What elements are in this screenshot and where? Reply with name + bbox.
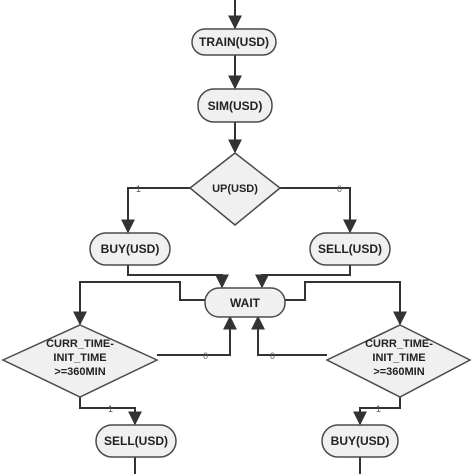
node-sell-top: SELL(USD) [309,232,391,266]
node-buy-bottom-label: BUY(USD) [331,434,390,448]
node-wait: WAIT [204,287,286,318]
edge-left-no-to-wait [157,315,237,356]
node-buy-bottom: BUY(USD) [321,424,399,458]
decision-right-line3: >=360MIN [373,366,424,378]
branch-label-up-yes: 1 [136,184,141,194]
edge-buy-to-wait [127,265,229,289]
edge-wait-to-right-condition [285,281,407,326]
decision-left-line2: INIT_TIME [53,352,106,364]
node-sim: SIM(USD) [197,88,273,123]
node-sell-bottom: SELL(USD) [95,424,177,458]
edge-right-no-to-wait [251,315,327,356]
decision-left-time: CURR_TIME- INIT_TIME >=360MIN [1,324,159,398]
decision-up-label: UP(USD) [212,183,258,195]
node-wait-label: WAIT [230,296,261,310]
branch-labels: 1 0 1 0 1 0 [108,184,381,414]
branch-label-right-no: 0 [270,351,275,361]
node-sell-bottom-label: SELL(USD) [104,434,168,448]
branch-label-left-yes: 1 [108,404,113,414]
decision-right-line1: CURR_TIME- [365,338,433,350]
edges [73,0,407,474]
edge-wait-to-left-condition [73,281,205,326]
node-train-label: TRAIN(USD) [199,35,269,49]
decision-right-line2: INIT_TIME [372,352,425,364]
decision-left-line1: CURR_TIME- [46,338,114,350]
edge-sell-to-wait [255,265,351,289]
node-buy-top-label: BUY(USD) [101,242,160,256]
edge-up-no-to-sell [278,187,357,234]
decision-right-time: CURR_TIME- INIT_TIME >=360MIN [325,324,472,398]
branch-label-up-no: 0 [337,184,342,194]
edge-left-yes-to-sell [79,397,142,426]
edge-up-yes-to-buy [121,187,192,234]
branch-label-right-yes: 1 [376,404,381,414]
node-train: TRAIN(USD) [191,28,277,56]
node-buy-top: BUY(USD) [89,232,171,266]
node-sell-top-label: SELL(USD) [318,242,382,256]
branch-label-left-no: 0 [203,351,208,361]
decision-left-line3: >=360MIN [54,366,105,378]
decision-up: UP(USD) [188,152,282,226]
node-sim-label: SIM(USD) [208,99,263,113]
edge-right-yes-to-buy [353,397,401,426]
